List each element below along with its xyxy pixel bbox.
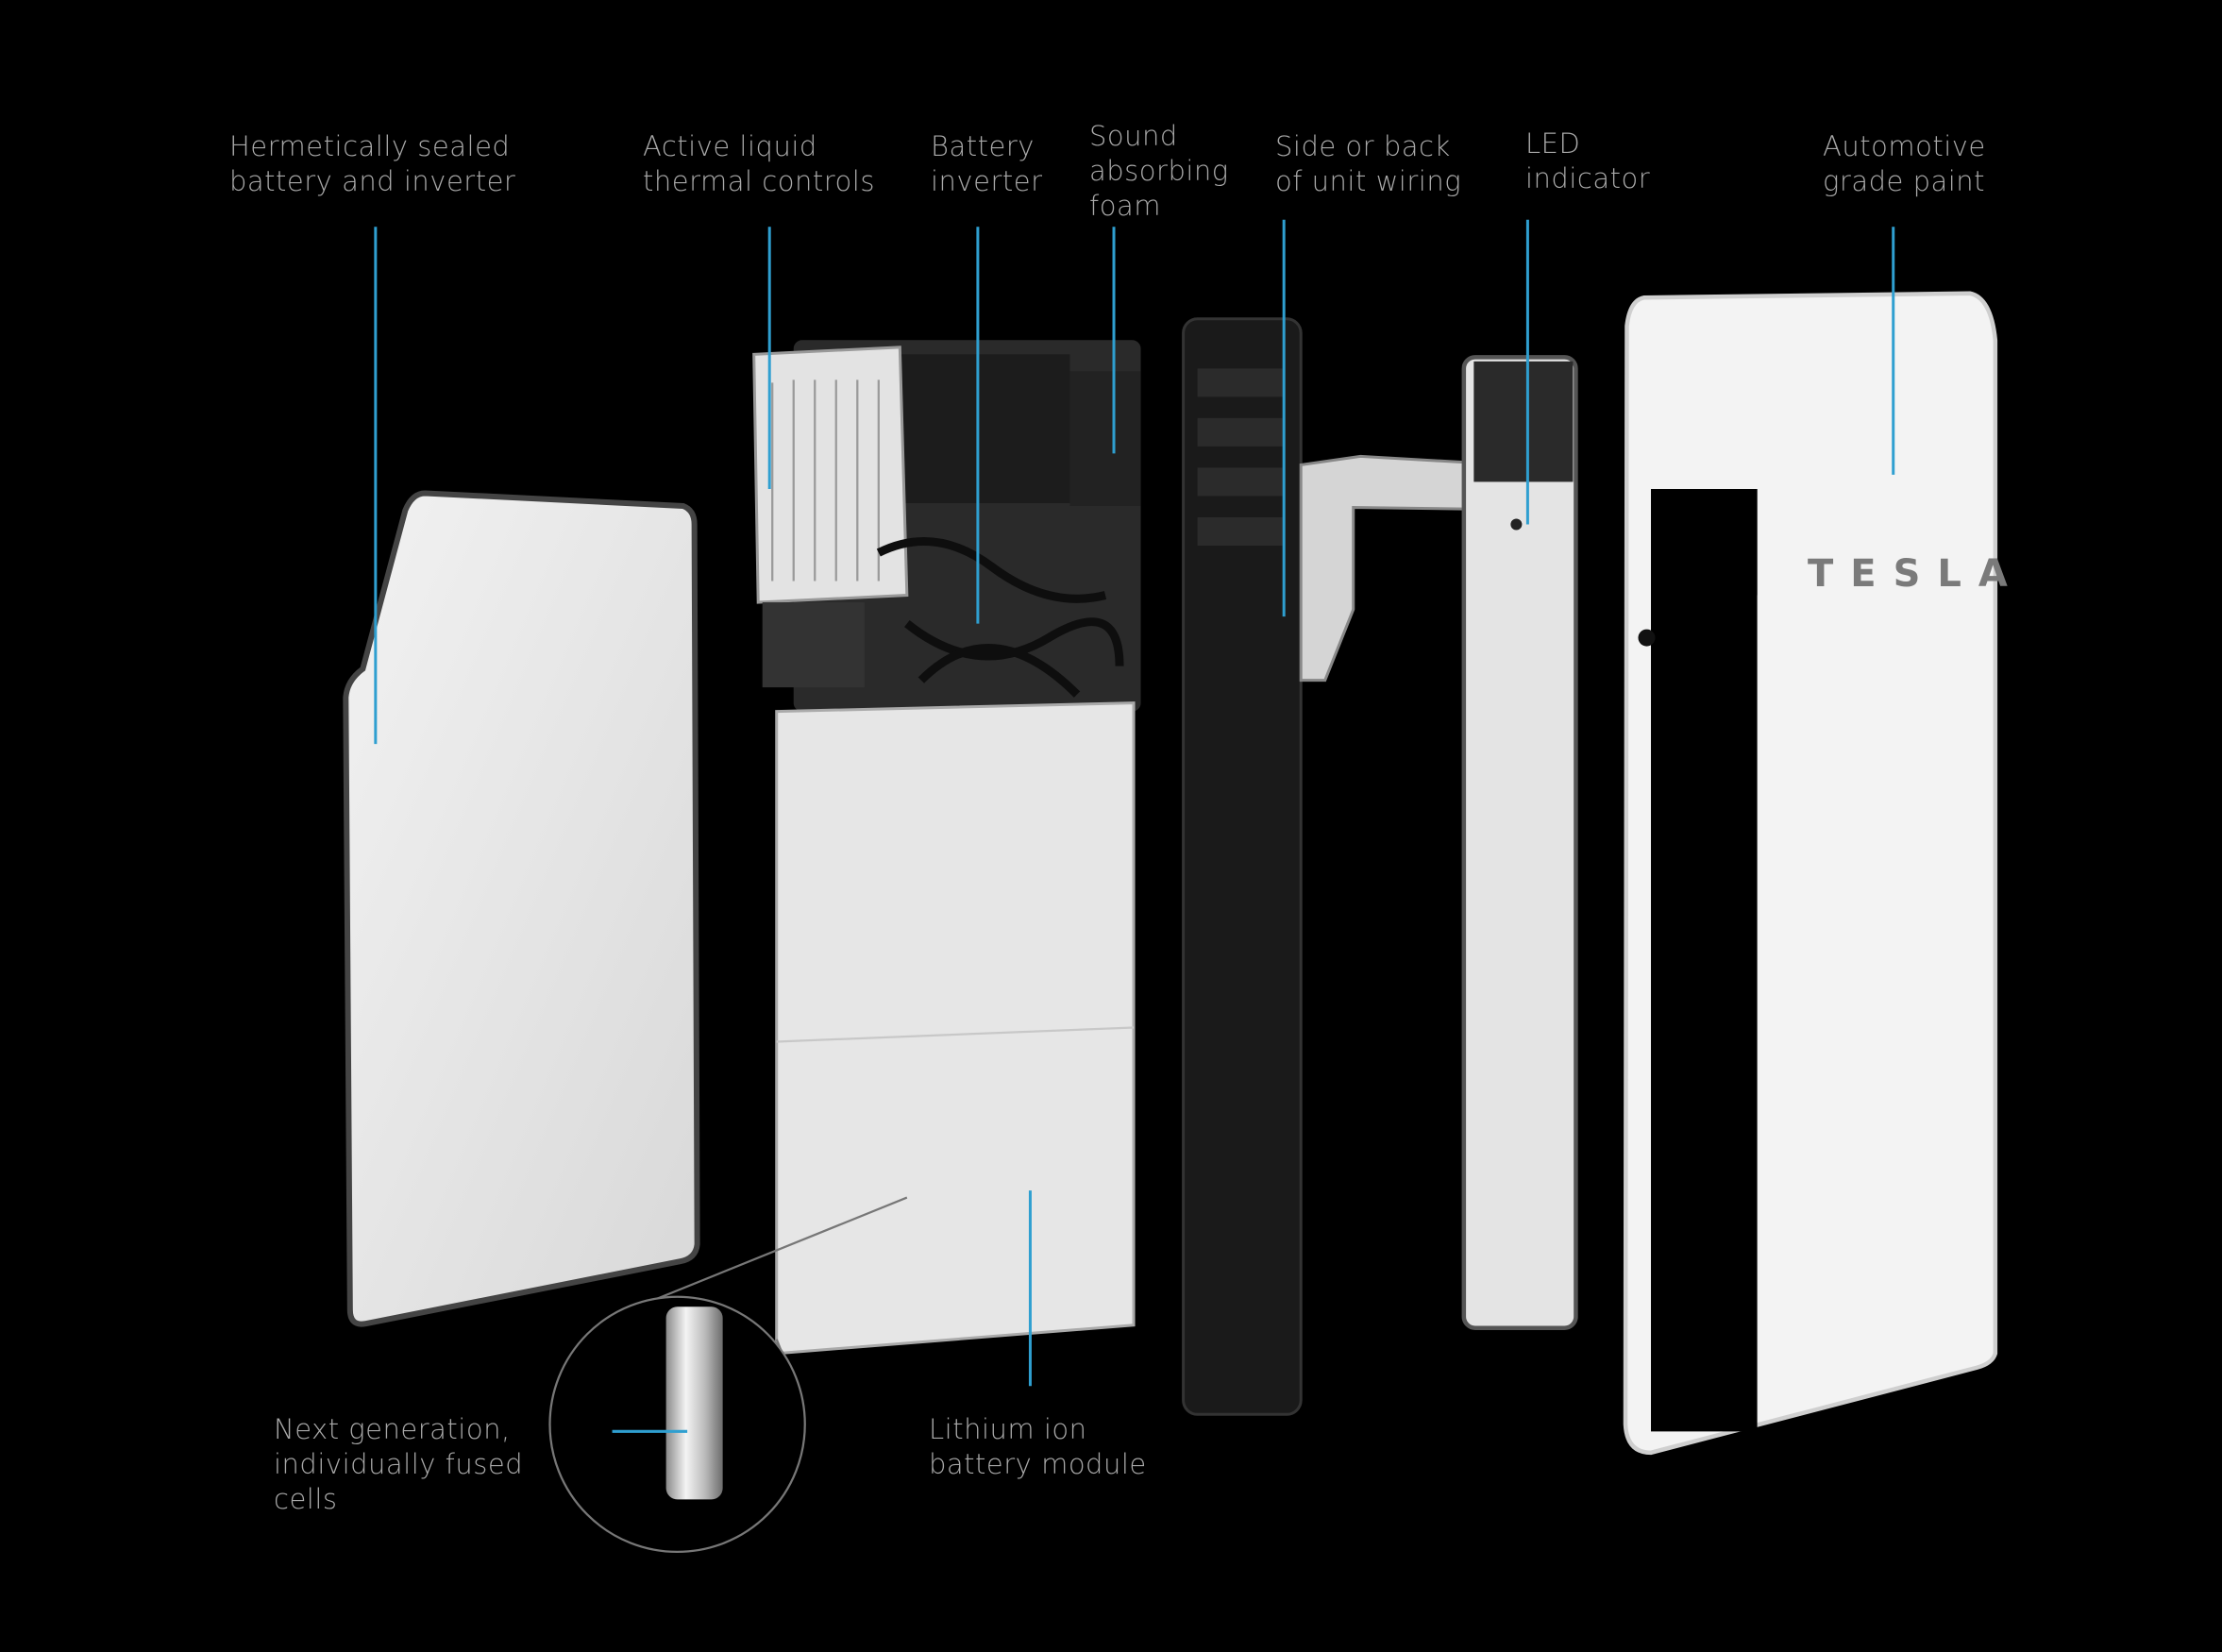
sealed-cover (343, 490, 700, 1327)
side-frame (1461, 355, 1578, 1330)
tesla-logo: TESLA (1808, 552, 2025, 596)
battery-module (775, 701, 1136, 1356)
cylindrical-cell (665, 1306, 723, 1500)
led-light (1510, 518, 1523, 531)
side-wiring-panel (1182, 317, 1303, 1416)
radiator (752, 346, 909, 604)
